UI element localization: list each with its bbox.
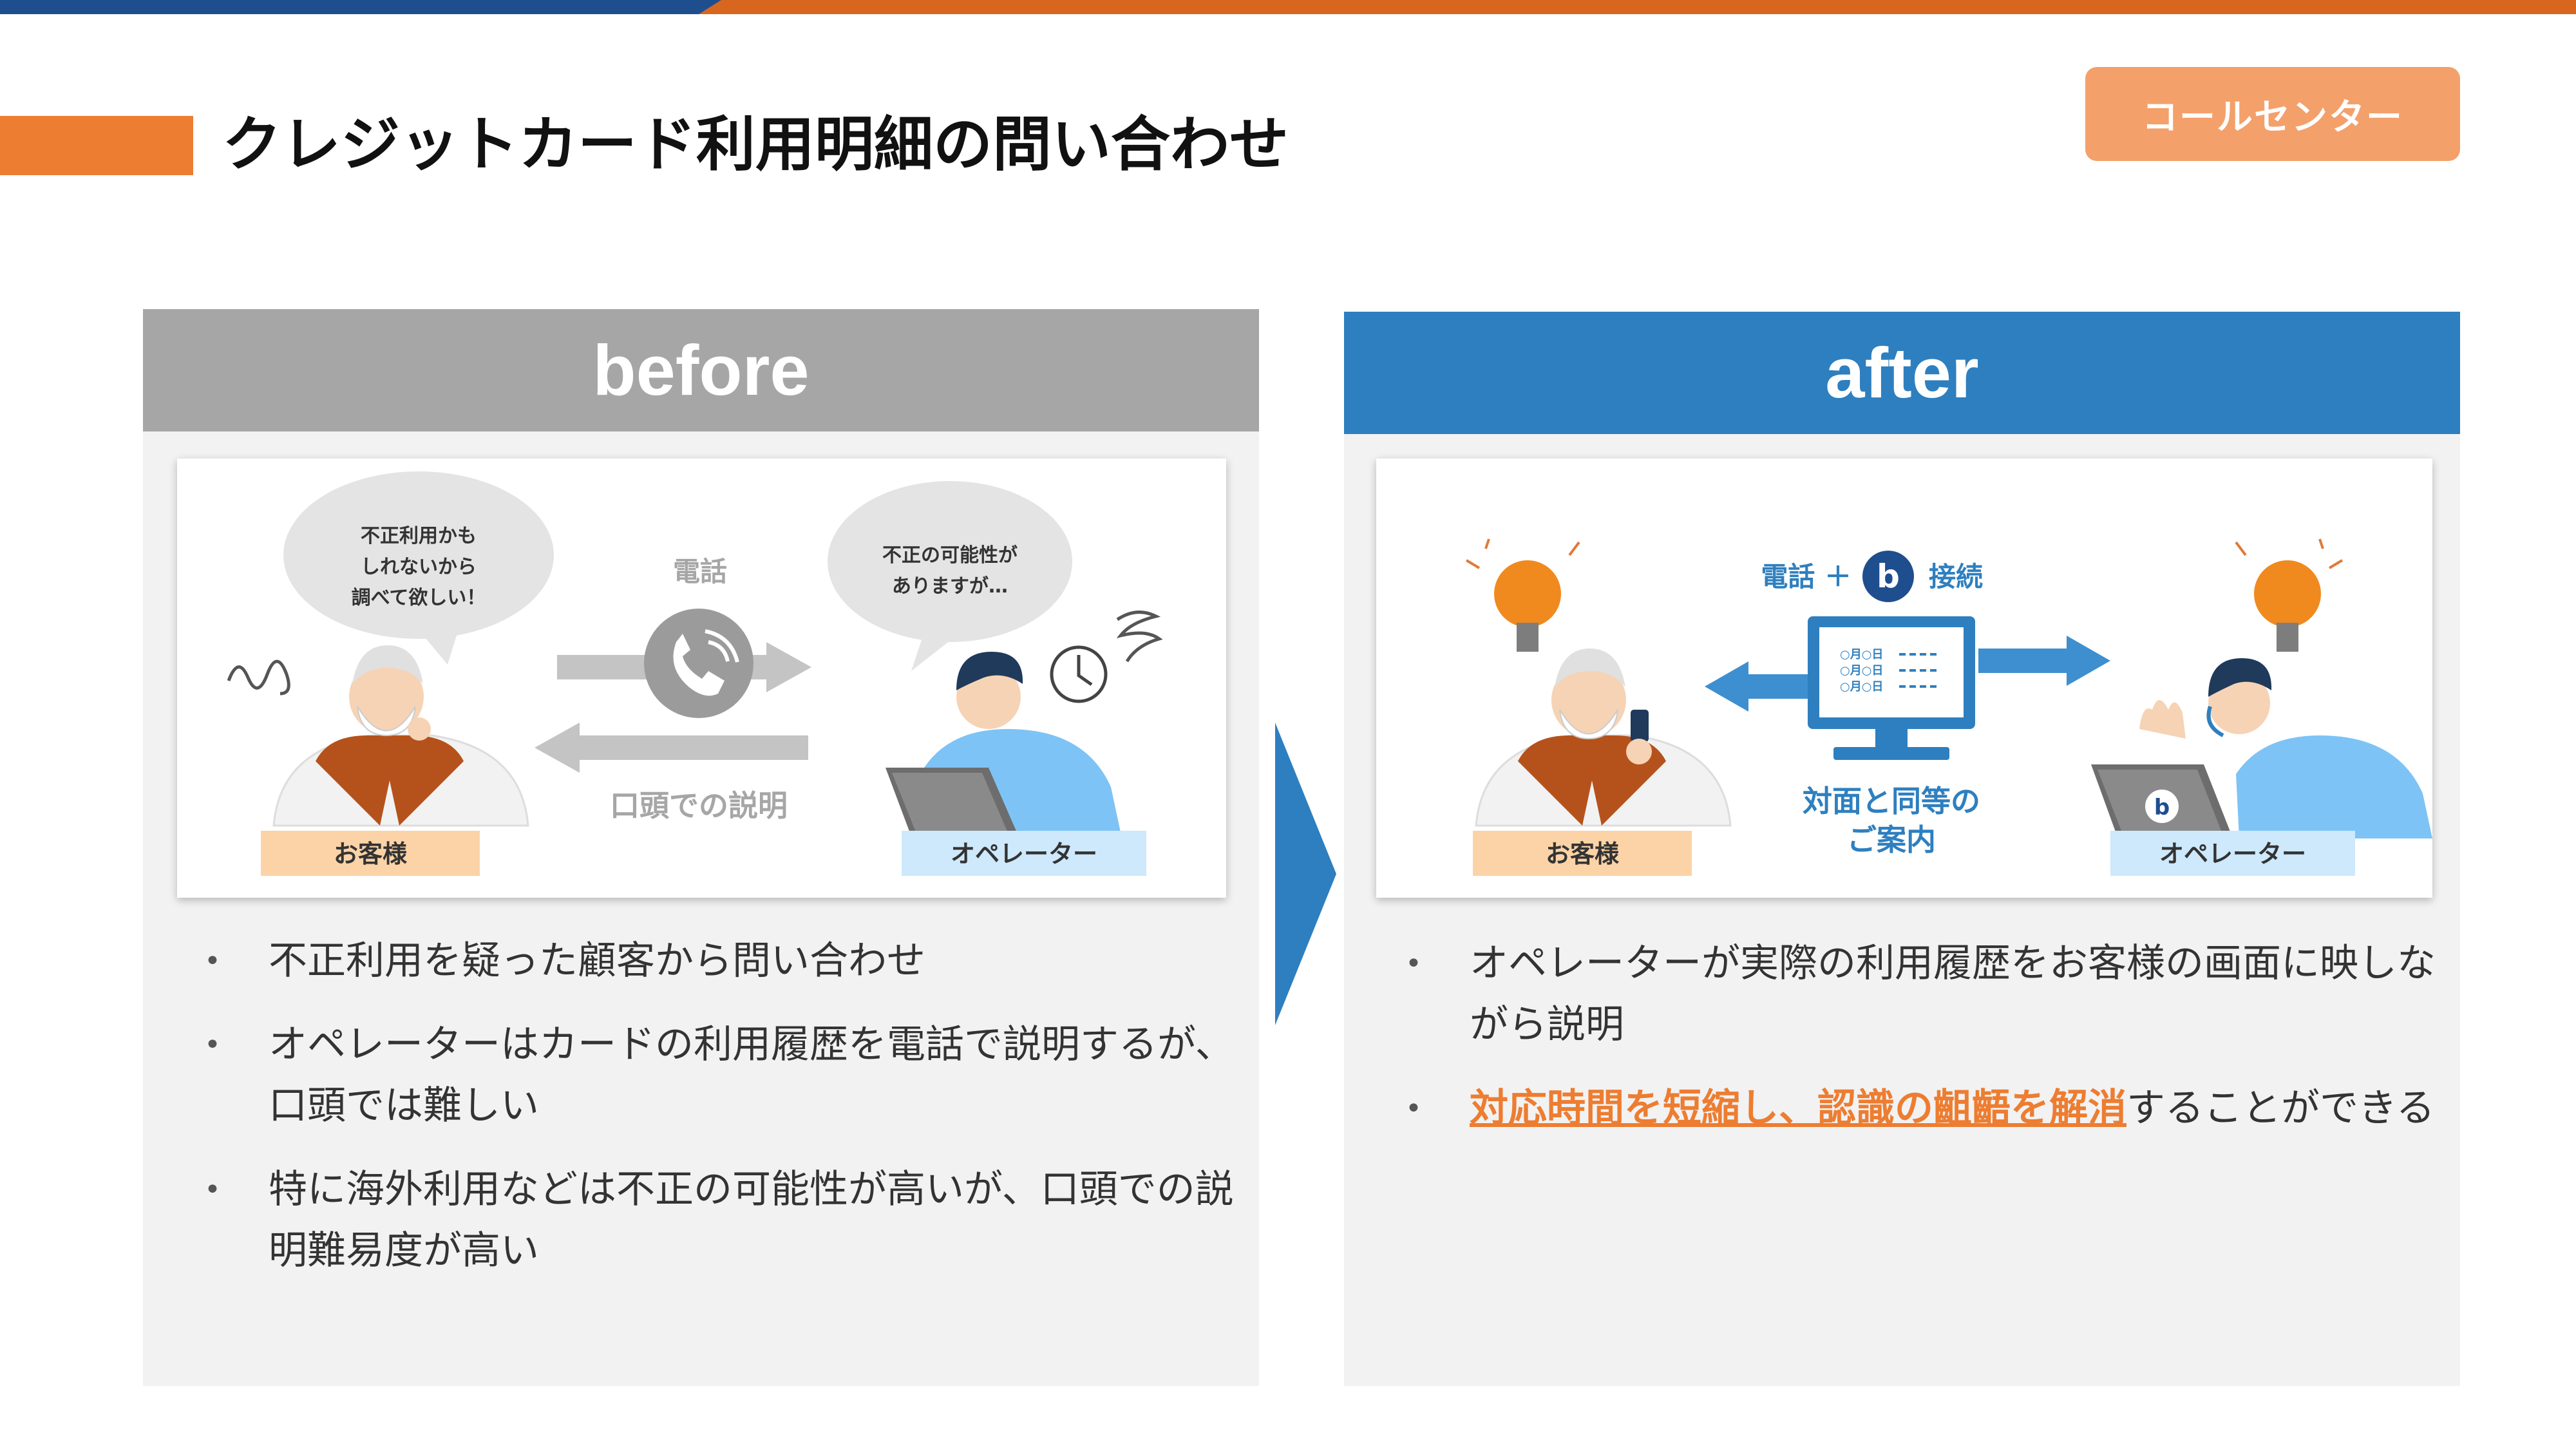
category-tag: コールセンター — [2085, 67, 2460, 161]
scribble-icon — [227, 659, 290, 696]
svg-text:b: b — [2154, 795, 2170, 820]
before-bullet-list: •不正利用を疑った顧客から問い合わせ •オペレーターはカードの利用履歴を電話で説… — [204, 931, 1235, 1304]
page-title: クレジットカード利用明細の問い合わせ — [222, 110, 1289, 179]
after-illustration: 電話 ＋ b 接続 ○月○日 ○月○日 ○月○日 — [1376, 459, 2432, 898]
phone-label: 電話 — [673, 556, 727, 587]
before-header: before — [143, 309, 1259, 431]
right-arrow — [1978, 636, 2110, 686]
operator-label-box — [902, 831, 1146, 876]
left-arrow — [576, 735, 808, 760]
svg-text:○月○日: ○月○日 — [1840, 664, 1883, 677]
phone-plus-label: 電話 ＋ — [1761, 561, 1852, 592]
operator-label: オペレーター — [2159, 840, 2306, 868]
svg-text:○月○日: ○月○日 — [1840, 680, 1883, 694]
monitor-icon: ○月○日 ○月○日 ○月○日 — [1808, 616, 1975, 760]
operator-speech-bubble — [828, 481, 1072, 642]
before-illustration: 不正利用かも しれないから 調べて欲しい！ お客様 電話 — [177, 459, 1226, 898]
before-scene: 不正利用かも しれないから 調べて欲しい！ お客様 電話 — [227, 471, 1163, 876]
customer-speech-bubble — [283, 471, 554, 639]
guide-label-line-2: ご案内 — [1847, 822, 1936, 857]
customer-bubble-line-3: 調べて欲しい！ — [352, 587, 486, 609]
list-item: •特に海外利用などは不正の可能性が高いが、口頭での説明難易度が高い — [204, 1167, 1234, 1273]
operator-bubble-line-2: ありますが… — [892, 575, 1008, 598]
customer-label-box — [261, 831, 480, 876]
after-scene: 電話 ＋ b 接続 ○月○日 ○月○日 ○月○日 — [1465, 538, 2432, 876]
customer-bubble-line-1: 不正利用かも — [361, 525, 477, 547]
smartphone-icon — [1631, 710, 1649, 742]
customer-bubble-line-2: しれないから — [361, 556, 477, 578]
list-item: •オペレーターはカードの利用履歴を電話で説明するが、口頭では難しい — [204, 1022, 1234, 1128]
b-logo-icon — [1862, 551, 1914, 602]
operator-bubble-line-1: 不正の可能性が — [882, 544, 1018, 567]
b-logo-icon — [2145, 790, 2179, 823]
customer-figure — [272, 645, 529, 827]
transition-arrow-icon — [1275, 723, 1336, 1025]
lightbulb-icon — [2235, 538, 2344, 652]
list-item: •オペレーターが実際の利用履歴をお客様の画面に映しながら説明 — [1405, 941, 2436, 1047]
after-panel: after 電話 ＋ b 接続 — [1344, 312, 2460, 1386]
after-header: after — [1344, 312, 2460, 434]
list-item: •不正利用を疑った顧客から問い合わせ — [204, 938, 925, 983]
guide-label-line-1: 対面と同等の — [1803, 784, 1980, 819]
connect-label: 接続 — [1929, 561, 1983, 592]
title-marker — [0, 116, 193, 175]
customer-label: お客様 — [1546, 840, 1620, 868]
after-bullet-list: •オペレーターが実際の利用履歴をお客様の画面に映しながら説明 •対応時間を短縮し… — [1405, 933, 2436, 1162]
before-panel: before 不正利用かも しれないから 調べて欲しい！ お客様 — [143, 309, 1259, 1386]
top-bar-blue — [0, 0, 721, 14]
operator-label: オペレーター — [951, 840, 1097, 868]
highlighted-benefit: 対応時間を短縮し、認識の齟齬を解消 — [1470, 1086, 2126, 1131]
list-item: •対応時間を短縮し、認識の齟齬を解消することができる — [1405, 1086, 2435, 1131]
phone-call-icon — [644, 609, 753, 718]
scribble-icon — [1116, 611, 1163, 663]
top-bar-orange — [699, 0, 2576, 14]
svg-text:○月○日: ○月○日 — [1840, 648, 1883, 661]
customer-figure — [1475, 649, 1732, 827]
customer-label-box — [1473, 831, 1692, 876]
verbal-explanation-label: 口頭での説明 — [610, 788, 788, 823]
operator-label-box — [2110, 831, 2355, 876]
svg-text:b: b — [1877, 558, 1900, 595]
waving-hand-icon — [2139, 700, 2186, 739]
lightbulb-icon — [1465, 538, 1580, 652]
customer-label: お客様 — [334, 840, 408, 868]
